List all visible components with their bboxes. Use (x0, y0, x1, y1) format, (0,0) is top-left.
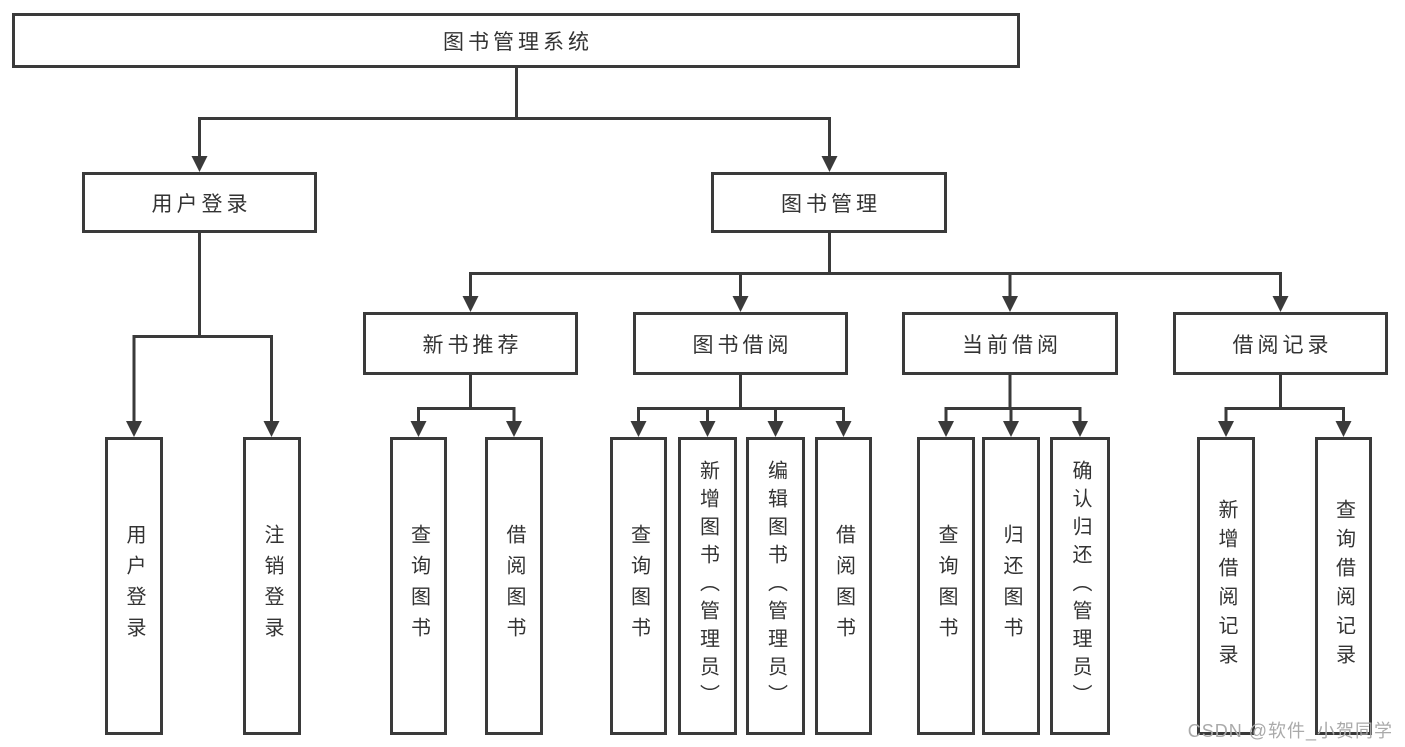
node-current-borrow-label: 当前借阅 (962, 333, 1062, 357)
leaf-recommend-query-books-label: 查询图书 (407, 524, 430, 648)
leaf-user-login: 用户登录 (105, 437, 163, 735)
node-new-book-recommend: 新书推荐 (363, 312, 578, 375)
node-book-borrow: 图书借阅 (633, 312, 848, 375)
leaf-records-query-record-label: 查询借阅记录 (1332, 499, 1355, 673)
leaf-borrow-query-books: 查询图书 (610, 437, 667, 735)
leaf-records-query-record: 查询借阅记录 (1315, 437, 1372, 735)
node-new-book-recommend-label: 新书推荐 (422, 333, 523, 357)
node-borrow-records-label: 借阅记录 (1232, 333, 1333, 357)
leaf-current-return-books: 归还图书 (982, 437, 1040, 735)
leaf-current-query-books-label: 查询图书 (935, 524, 957, 648)
leaf-recommend-query-books: 查询图书 (390, 437, 447, 735)
node-book-management-branch: 图书管理 (711, 172, 947, 233)
node-user-login-branch: 用户登录 (82, 172, 317, 233)
node-book-borrow-label: 图书借阅 (692, 333, 793, 357)
leaf-current-confirm-return-admin-label: 确认归还（管理员） (1069, 460, 1091, 712)
leaf-borrow-query-books-label: 查询图书 (627, 524, 650, 648)
leaf-borrow-edit-books-admin: 编辑图书（管理员） (746, 437, 805, 735)
leaf-borrow-edit-books-admin-label: 编辑图书（管理员） (764, 460, 787, 712)
leaf-current-query-books: 查询图书 (917, 437, 975, 735)
leaf-records-add-record-label: 新增借阅记录 (1215, 499, 1237, 673)
leaf-current-return-books-label: 归还图书 (1000, 524, 1022, 648)
leaf-recommend-borrow-books-label: 借阅图书 (503, 524, 525, 648)
node-root: 图书管理系统 (12, 13, 1020, 68)
leaf-borrow-add-books-admin: 新增图书（管理员） (678, 437, 737, 735)
arrowhead-icons (126, 156, 1352, 437)
leaf-records-add-record: 新增借阅记录 (1197, 437, 1255, 735)
leaf-borrow-add-books-admin-label: 新增图书（管理员） (696, 460, 719, 712)
node-borrow-records: 借阅记录 (1173, 312, 1388, 375)
leaf-current-confirm-return-admin: 确认归还（管理员） (1050, 437, 1110, 735)
leaf-logout: 注销登录 (243, 437, 301, 735)
node-current-borrow: 当前借阅 (902, 312, 1118, 375)
leaf-borrow-borrow-books-label: 借阅图书 (832, 524, 855, 648)
node-root-label: 图书管理系统 (443, 30, 593, 54)
csdn-watermark: CSDN @软件_小贺同学 (1187, 721, 1393, 741)
leaf-borrow-borrow-books: 借阅图书 (815, 437, 872, 735)
node-user-login-branch-label: 用户登录 (151, 192, 252, 216)
node-book-management-branch-label: 图书管理 (781, 192, 881, 216)
leaf-logout-label: 注销登录 (261, 524, 283, 648)
leaf-user-login-label: 用户登录 (123, 524, 145, 648)
leaf-recommend-borrow-books: 借阅图书 (485, 437, 543, 735)
